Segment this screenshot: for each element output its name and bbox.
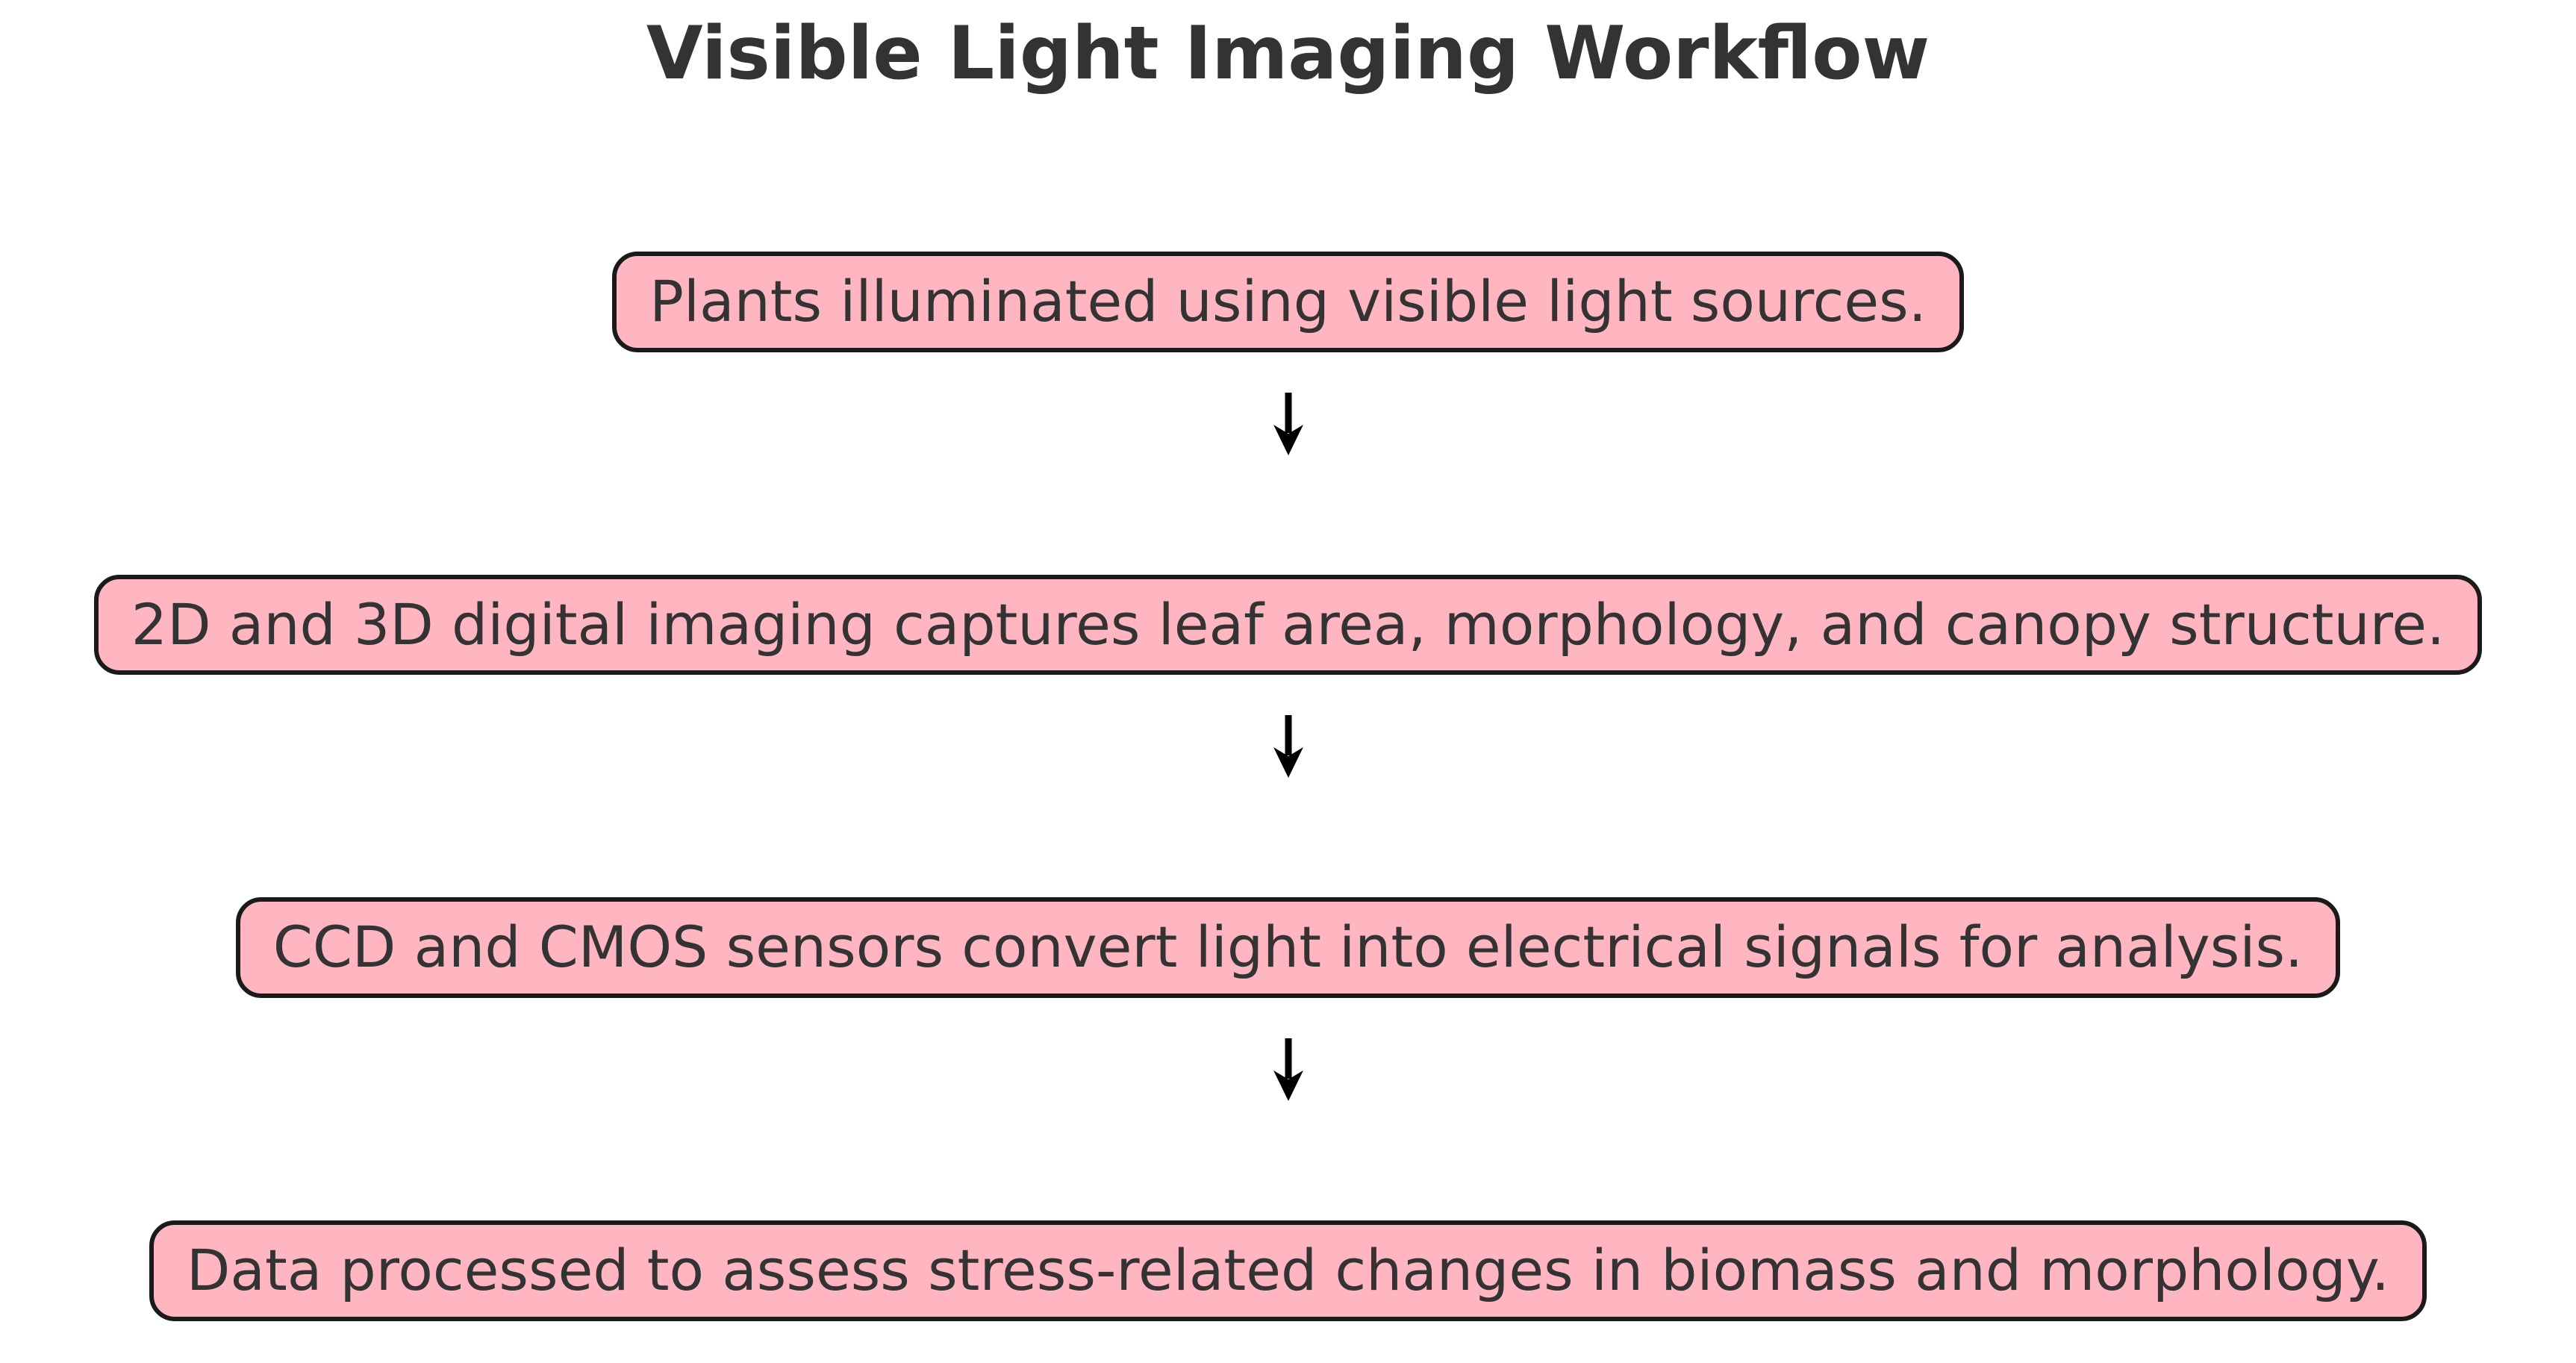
flow-node-imaging-capture: 2D and 3D digital imaging captures leaf … — [93, 574, 2483, 676]
down-arrow-icon — [1273, 715, 1303, 779]
diagram-title: Visible Light Imaging Workflow — [646, 11, 1930, 96]
flow-node-sensors: CCD and CMOS sensors convert light into … — [235, 897, 2341, 999]
down-arrow-icon — [1273, 392, 1303, 455]
flow-node-data-processing: Data processed to assess stress-related … — [149, 1220, 2427, 1322]
down-arrow-icon — [1273, 1038, 1303, 1102]
flow-node-illumination: Plants illuminated using visible light s… — [612, 251, 1964, 352]
